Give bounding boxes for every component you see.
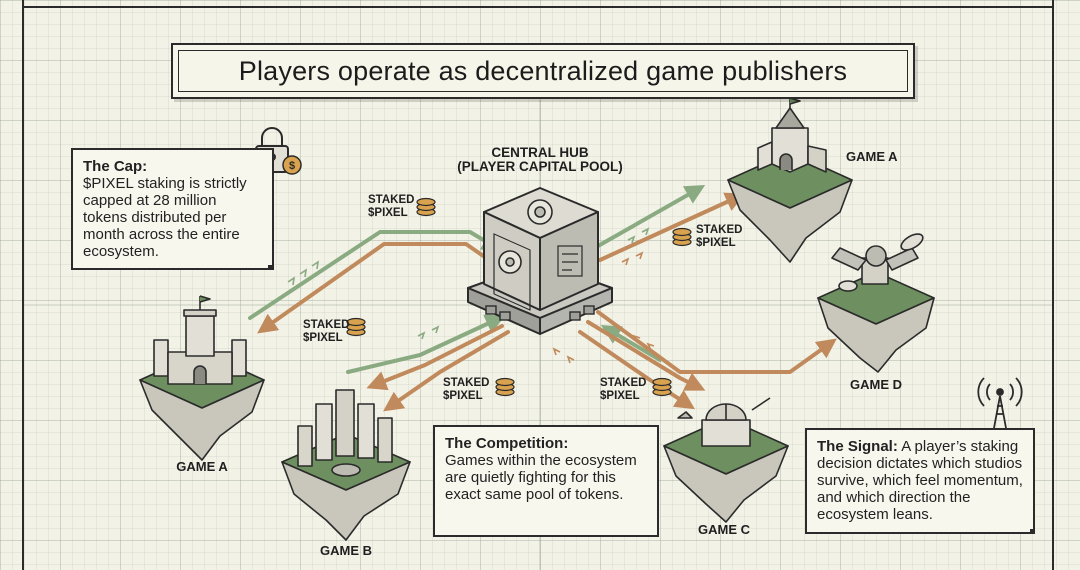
- note-cap-body: $PIXEL staking is strictly capped at 28 …: [83, 175, 262, 260]
- page-title: Players operate as decentralized game pu…: [239, 56, 847, 87]
- island-game-a-top-right: [728, 98, 852, 262]
- note-competition-body: Games within the ecosystem are quietly f…: [445, 452, 645, 503]
- island-game-a-left: [140, 296, 264, 460]
- island-game-b: [282, 390, 410, 540]
- hub-label-line2: (PLAYER CAPITAL POOL): [452, 160, 628, 174]
- label-game-c: GAME C: [694, 523, 754, 537]
- coin-icon: $: [283, 156, 301, 174]
- hub-label-line1: CENTRAL HUB: [452, 146, 628, 160]
- note-competition-heading: The Competition:: [445, 435, 587, 452]
- staked-label-top-left: STAKED$PIXEL: [368, 194, 414, 220]
- staked-label-bottom-center: STAKED$PIXEL: [443, 377, 489, 403]
- note-cap-corner: [268, 265, 273, 270]
- broadcast-tower-icon: [978, 378, 1021, 428]
- note-signal: The Signal: A player’s staking decision …: [805, 428, 1035, 534]
- staked-label-top-right: STAKED$PIXEL: [696, 224, 742, 250]
- title-box: Players operate as decentralized game pu…: [171, 43, 915, 99]
- staked-label-bottom-right: STAKED$PIXEL: [600, 377, 646, 403]
- svg-text:$: $: [289, 160, 295, 172]
- note-signal-body: The Signal: A player’s staking decision …: [817, 438, 1023, 523]
- note-signal-corner: [1030, 529, 1035, 534]
- note-cap: The Cap: $PIXEL staking is strictly capp…: [71, 148, 274, 270]
- staked-label-left: STAKED$PIXEL: [303, 319, 349, 345]
- note-cap-heading: The Cap:: [83, 158, 262, 175]
- label-game-a-top-right: GAME A: [846, 150, 906, 164]
- note-competition: The Competition: Games within the ecosys…: [433, 425, 659, 537]
- label-game-d: GAME D: [846, 378, 906, 392]
- label-game-b: GAME B: [316, 544, 376, 558]
- hub-label: CENTRAL HUB (PLAYER CAPITAL POOL): [452, 146, 628, 174]
- island-game-c: [664, 398, 788, 522]
- island-game-d: [818, 231, 934, 372]
- label-game-a-left: GAME A: [172, 460, 232, 474]
